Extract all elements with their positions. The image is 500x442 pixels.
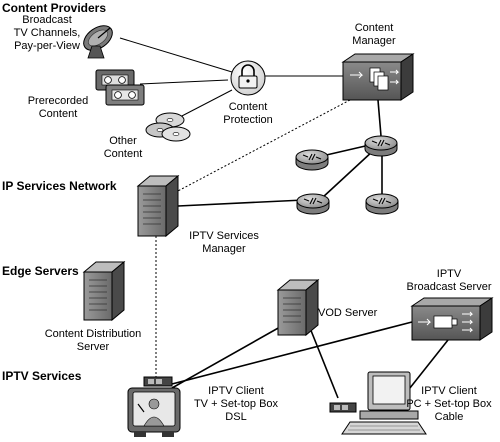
router-icon-c <box>296 193 330 215</box>
cassette-tapes-icon <box>95 69 145 106</box>
router-icon-a <box>295 149 329 171</box>
label-iptv-client-dsl: IPTV Client TV + Set-top Box DSL <box>193 385 279 423</box>
label-prerecorded: Prerecorded Content <box>27 95 89 120</box>
label-content-manager: Content Manager <box>352 22 396 47</box>
label-iptv-services-manager: IPTV Services Manager <box>189 230 259 255</box>
link-vod-cable <box>305 317 339 399</box>
link-router-b-c <box>321 149 375 199</box>
label-iptv-client-cable: IPTV Client PC + Set-top Box Cable <box>406 385 492 423</box>
satellite-dish-icon <box>83 25 113 59</box>
link-dotted-manager-iptvsm <box>175 99 351 193</box>
pc-set-top-box-icon <box>329 371 427 435</box>
section-iptv-services: IPTV Services <box>2 369 82 383</box>
link-vod-dsl <box>171 317 297 389</box>
link-broadcast-protection <box>119 37 233 73</box>
label-other-content: Other Content <box>103 135 143 160</box>
link-router-b-manager <box>377 99 382 137</box>
link-router-c-iptvsm <box>177 199 305 207</box>
tv-set-top-box-icon <box>127 376 181 437</box>
link-other-protection <box>177 89 233 119</box>
label-vod-server: VOD Server <box>318 307 378 319</box>
link-prerecorded-protection <box>139 79 229 85</box>
router-icons <box>295 135 399 215</box>
discs-icon <box>145 112 191 142</box>
iptv-broadcast-server-box <box>410 297 494 341</box>
link-broadcast-dsl <box>171 321 413 385</box>
section-content-providers: Content Providers <box>2 1 107 15</box>
label-content-protection: Content Protection <box>223 101 273 126</box>
iptv-services-manager-server-icon <box>136 174 180 238</box>
section-ip-services-network: IP Services Network <box>2 179 117 193</box>
lock-icon <box>230 60 266 96</box>
label-content-distribution-server: Content Distribution Server <box>44 328 142 353</box>
label-broadcast: Broadcast TV Channels, Pay-per-View <box>13 14 81 52</box>
router-icon-d <box>365 193 399 215</box>
content-distribution-server-icon <box>82 260 126 322</box>
content-manager-box <box>341 53 415 101</box>
label-iptv-broadcast-server: IPTV Broadcast Server <box>406 268 492 293</box>
router-icon-b <box>364 135 398 157</box>
vod-server-icon <box>276 278 320 337</box>
section-edge-servers: Edge Servers <box>2 264 79 278</box>
